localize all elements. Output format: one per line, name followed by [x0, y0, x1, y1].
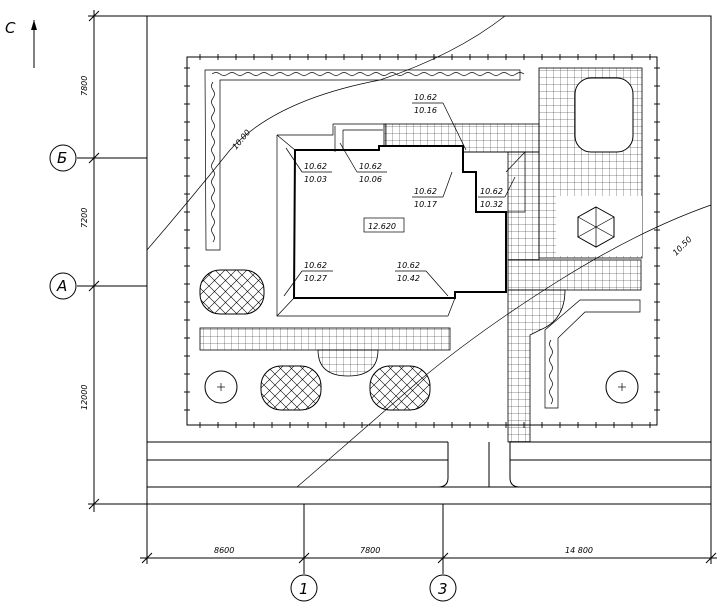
svg-text:10.62: 10.62: [359, 162, 382, 171]
svg-text:10.16: 10.16: [414, 106, 437, 115]
tree-circles: [204, 370, 639, 404]
elevation-mark: 10.62 10.42: [395, 261, 449, 297]
dim-bottom-0: 8600: [214, 546, 234, 555]
svg-text:10.03: 10.03: [304, 175, 327, 184]
pool-pad: [574, 77, 634, 153]
axis-label-1: 1: [299, 580, 309, 598]
axis-label-b: Б: [57, 149, 67, 167]
dimension-left: 7800 7200 12000: [80, 10, 147, 512]
site-boundary: [146, 15, 712, 505]
building: 12.620: [276, 123, 526, 317]
column-axes: 1 3: [290, 504, 457, 602]
gazebo-hexagon: [556, 196, 642, 256]
elevation-mark: 10.62 10.03: [285, 147, 332, 184]
svg-text:10.62: 10.62: [397, 261, 420, 270]
svg-text:10.62: 10.62: [304, 162, 327, 171]
dim-left-2: 12000: [80, 385, 89, 410]
row-axes: Б А: [49, 144, 147, 300]
svg-text:10.62: 10.62: [414, 187, 437, 196]
dim-bottom-2: 14 800: [565, 546, 593, 555]
dimension-bottom: 8600 7800 14 800: [140, 504, 717, 564]
compass-label: С: [5, 19, 16, 37]
elevation-mark: 10.62 10.27: [283, 261, 333, 297]
building-level-box: [363, 217, 405, 233]
road: [147, 441, 711, 488]
north-arrow: С: [5, 19, 37, 68]
svg-text:10.06: 10.06: [359, 175, 382, 184]
contour-label-0: 10.00: [231, 128, 253, 151]
elevation-mark: 10.62 10.06: [339, 142, 387, 184]
elevation-mark: 10.62 10.17: [412, 171, 453, 209]
svg-text:10.62: 10.62: [304, 261, 327, 270]
axis-label-a: А: [56, 277, 67, 295]
contour-label-1: 10.50: [671, 235, 694, 258]
flower-beds: [199, 269, 431, 411]
fence-ticks: [184, 54, 660, 428]
svg-text:10.17: 10.17: [414, 200, 438, 209]
elevation-mark: 10.62 10.16: [412, 93, 467, 151]
svg-text:10.42: 10.42: [397, 274, 420, 283]
building-level-label: 12.620: [368, 222, 396, 231]
dim-left-1: 7200: [80, 208, 89, 228]
elevation-marks: 10.62 10.16 10.62 10.03 10.62 10.06 10.6…: [283, 93, 516, 297]
axis-label-3: 3: [438, 580, 448, 598]
svg-text:10.32: 10.32: [480, 200, 503, 209]
svg-text:10.62: 10.62: [480, 187, 503, 196]
svg-text:10.27: 10.27: [304, 274, 328, 283]
dim-left-0: 7800: [80, 76, 89, 96]
svg-text:10.62: 10.62: [414, 93, 437, 102]
hedges: [204, 69, 641, 409]
elevation-mark: 10.62 10.32: [478, 176, 516, 209]
fence-line: [186, 56, 658, 426]
dim-bottom-1: 7800: [360, 546, 380, 555]
